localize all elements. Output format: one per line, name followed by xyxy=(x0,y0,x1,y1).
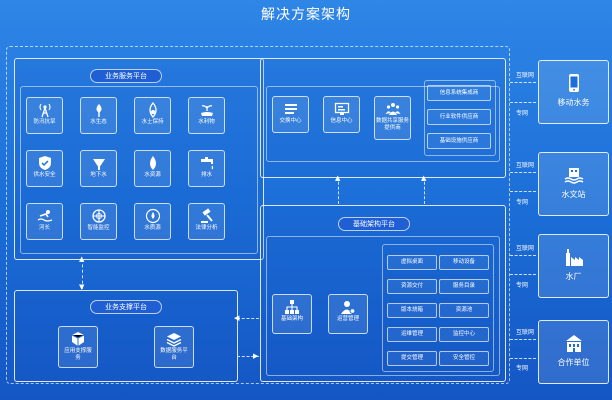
list-doc-icon xyxy=(284,104,297,114)
tile-water-quality[interactable]: 水质源 xyxy=(134,203,171,240)
tile-water-resource[interactable]: 水利物 xyxy=(188,97,225,134)
item-version[interactable]: 版本烧箱 xyxy=(387,303,437,318)
item-system-integrator[interactable]: 信息系统集成商 xyxy=(427,85,491,101)
water-station-icon xyxy=(564,168,583,184)
tile-data-share-provider[interactable]: 数据共享服务提供商 xyxy=(374,96,411,140)
provider-list xyxy=(424,80,496,156)
item-mobile-device[interactable]: 移动设备 xyxy=(439,255,489,270)
swimmer-icon xyxy=(37,210,52,222)
shield-check-icon xyxy=(38,156,51,170)
ext-partner[interactable]: 合作单位 xyxy=(538,320,609,384)
gavel-icon xyxy=(200,208,213,223)
groundwater-icon xyxy=(92,159,105,170)
monitor-info-icon xyxy=(334,102,349,115)
item-submission[interactable]: 提交管理 xyxy=(387,351,437,366)
business-service-panel xyxy=(14,58,264,260)
connector-support-infra-1 xyxy=(237,318,259,319)
tile-flood-control[interactable]: 防汛抗旱 xyxy=(26,97,63,134)
tile-water-ecology[interactable]: 水生态 xyxy=(80,97,117,134)
target-grid-icon xyxy=(91,209,106,223)
ext-mobile-water[interactable]: 移动水务 xyxy=(538,60,609,124)
water-drop-icon xyxy=(149,156,156,170)
soil-drop-icon xyxy=(148,102,157,118)
hierarchy-icon xyxy=(285,300,299,314)
mobile-phone-icon xyxy=(568,74,579,92)
platform-boundary xyxy=(6,46,510,384)
people-group-icon xyxy=(385,103,400,115)
connector-exchange-infra-2 xyxy=(424,177,425,204)
item-software-vendor[interactable]: 行业软件供应商 xyxy=(427,109,491,125)
infra-inner xyxy=(266,236,500,376)
item-security-control[interactable]: 安全管控 xyxy=(439,351,489,366)
tile-water-resources[interactable]: 水资源 xyxy=(134,150,171,187)
tile-river-chief[interactable]: 河长 xyxy=(26,203,63,240)
item-resource-pool[interactable]: 资源池 xyxy=(439,303,489,318)
business-service-title: 业务服务平台 xyxy=(90,69,162,83)
tile-drainage[interactable]: 排水 xyxy=(188,150,225,187)
infra-services xyxy=(382,244,494,372)
tile-groundwater[interactable]: 地下水 xyxy=(80,150,117,187)
support-title: 业务支撑平台 xyxy=(90,300,162,314)
ext-hydro-station[interactable]: 水文站 xyxy=(538,152,609,216)
tile-app-support[interactable]: 应用支撑服务 xyxy=(58,326,98,368)
business-service-inner xyxy=(20,86,258,254)
connector-exchange-infra-1 xyxy=(338,177,339,204)
faucet-icon xyxy=(200,157,213,170)
hand-plant-icon xyxy=(200,105,213,116)
tile-operations-management[interactable]: 运营管理 xyxy=(328,294,368,334)
tile-legal-analysis[interactable]: 法律分析 xyxy=(188,203,225,240)
item-infra-vendor[interactable]: 基础设施供应商 xyxy=(427,133,491,149)
tile-info-center[interactable]: 信息中心 xyxy=(323,96,360,133)
signal-tower-icon xyxy=(38,103,51,118)
tile-exchange-center[interactable]: 交换中心 xyxy=(272,96,309,133)
item-service-catalog[interactable]: 服务目录 xyxy=(439,279,489,294)
user-gear-icon xyxy=(341,301,356,314)
infra-title: 基础架构平台 xyxy=(338,217,410,231)
tile-data-service[interactable]: 数据服务平台 xyxy=(154,326,194,368)
tile-soil-conservation[interactable]: 水土保持 xyxy=(134,97,171,134)
connector-support-infra-2 xyxy=(237,356,259,357)
water-quality-icon xyxy=(145,208,160,224)
item-virtual-desktop[interactable]: 虚拟桌面 xyxy=(387,255,437,270)
connector-business-support xyxy=(82,259,83,289)
tile-smart-monitoring[interactable]: 智能监控 xyxy=(80,203,117,240)
ext-water-plant[interactable]: 水厂 xyxy=(538,234,609,298)
item-ops-management[interactable]: 运维管理 xyxy=(387,327,437,342)
tile-water-supply-safety[interactable]: 供水安全 xyxy=(26,150,63,187)
exchange-inner xyxy=(266,86,500,162)
layers-icon xyxy=(166,333,182,347)
item-monitor-center[interactable]: 监控中心 xyxy=(439,327,489,342)
item-resource-delivery[interactable]: 资源交付 xyxy=(387,279,437,294)
tile-base-architecture[interactable]: 基础架构 xyxy=(272,294,312,334)
building-icon xyxy=(565,335,582,352)
water-drop-leaf-icon xyxy=(96,104,101,117)
cube-icon xyxy=(71,332,85,346)
page-title: 解决方案架构 xyxy=(261,7,351,23)
factory-icon xyxy=(565,249,583,266)
exchange-panel xyxy=(260,58,506,178)
